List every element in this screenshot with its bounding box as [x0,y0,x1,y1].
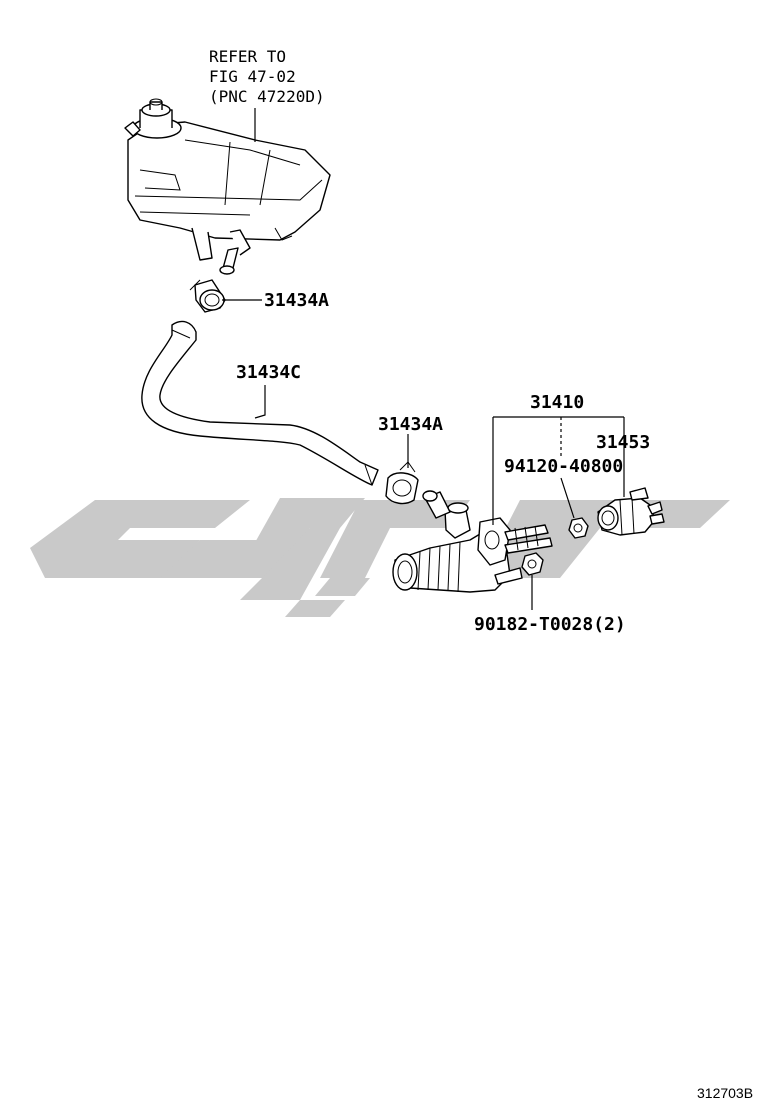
callout-clamp-top: 31434A [264,290,329,311]
clamp-mid-part [385,461,419,505]
switch-part [597,487,665,536]
nut-small-part [568,517,589,539]
clamp-top-part [189,279,226,313]
callout-clamp-mid: 31434A [378,414,443,435]
reference-note-line2: FIG 47-02 [209,67,296,86]
callout-assembly: 31410 [530,392,584,413]
callout-hose: 31434C [236,362,301,383]
callout-nut-bottom: 90182-T0028(2) [474,614,626,635]
watermark-logo [30,498,730,617]
reference-note-line3: (PNC 47220D) [209,87,325,106]
figure-id: 312703B [697,1085,753,1101]
callout-nut-small: 94120-40800 [504,456,623,477]
reservoir-tank [124,98,331,275]
nut-bottom-part [521,552,544,576]
hose-part [141,320,379,486]
callout-switch: 31453 [596,432,650,453]
leader-lines [222,108,625,610]
master-cylinder-part [392,490,553,593]
reference-note: REFER TO FIG 47-02 (PNC 47220D) [209,47,325,106]
reference-note-line1: REFER TO [209,47,286,66]
